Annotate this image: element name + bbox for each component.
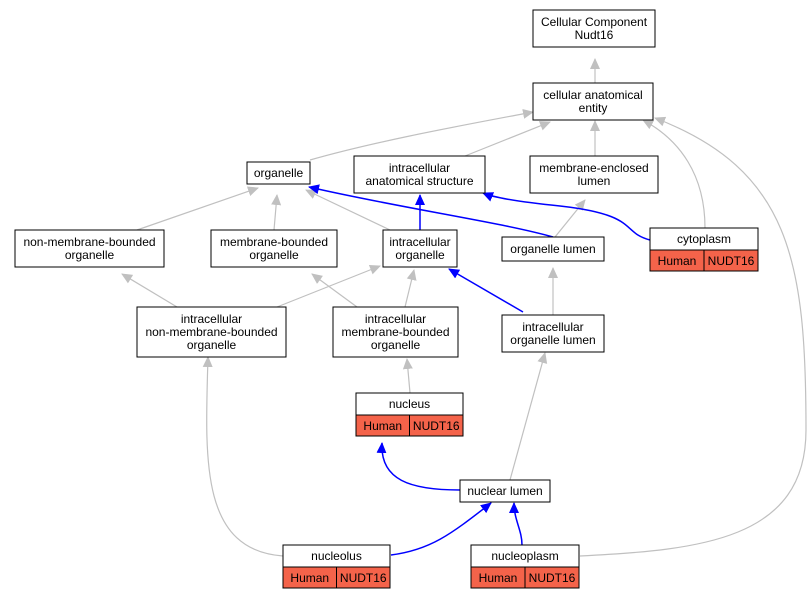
- gene-label: NUDT16: [708, 254, 755, 268]
- edge-nuc-imbo: [402, 358, 413, 394]
- species-label: Human: [658, 254, 697, 268]
- node-label-line: cellular anatomical: [543, 88, 642, 102]
- node-label-line: cytoplasm: [677, 232, 731, 246]
- node-box: [382, 229, 458, 268]
- node-label-line: organelle: [187, 338, 237, 352]
- node-label-line: nuclear lumen: [467, 484, 542, 498]
- edge-cyt-ias: [482, 192, 651, 241]
- node-box: [529, 155, 659, 194]
- node-label-line: membrane-bounded: [220, 235, 328, 249]
- edge-nl-iol: [509, 352, 548, 481]
- edge-mbo-org: [271, 194, 282, 231]
- node-box: [459, 479, 551, 503]
- edge-io-org: [305, 189, 391, 231]
- edge-nucl-nl: [390, 502, 492, 556]
- node-label-line: membrane-enclosed: [539, 161, 648, 175]
- edge-imbo-io: [404, 269, 417, 308]
- node-label-line: non-membrane-bounded: [145, 325, 277, 339]
- gene-badge: [336, 566, 391, 589]
- edge-ol-mel: [554, 199, 586, 238]
- node-org[interactable]: organelle: [246, 161, 311, 185]
- node-label-line: anatomical structure: [365, 174, 473, 188]
- node-label-line: organelle lumen: [510, 242, 595, 256]
- gene-badge: [703, 249, 759, 272]
- node-box: [136, 306, 287, 358]
- edge-iol-io: [448, 268, 524, 313]
- node-nl[interactable]: nuclear lumen: [459, 479, 551, 503]
- node-label-line: membrane-bounded: [341, 325, 449, 339]
- node-label-line: intracellular: [365, 312, 426, 326]
- species-label: Human: [479, 571, 518, 585]
- node-label-line: organelle lumen: [510, 333, 595, 347]
- edge-imbo-mbo: [311, 273, 358, 308]
- node-label-line: nucleolus: [311, 549, 362, 563]
- node-label-line: Nudt16: [575, 28, 614, 42]
- node-label-line: organelle: [395, 248, 445, 262]
- gene-badge: [409, 414, 464, 437]
- edge-nmbo-org: [136, 186, 259, 231]
- edge-inmbo-nmbo: [121, 273, 178, 308]
- gene-label: NUDT16: [413, 419, 460, 433]
- edge-nucl-inmbo: [202, 356, 284, 557]
- gene-label: NUDT16: [340, 571, 387, 585]
- node-label-line: Cellular Component: [541, 15, 648, 29]
- node-label-line: nucleoplasm: [491, 549, 558, 563]
- node-box: [501, 314, 605, 353]
- node-label-line: intracellular: [181, 312, 242, 326]
- edge-ol-org: [308, 184, 554, 238]
- node-box: [532, 9, 656, 48]
- node-box: [353, 155, 486, 194]
- node-label-line: organelle: [65, 248, 115, 262]
- node-label-line: nucleus: [389, 397, 430, 411]
- gene-badge: [524, 566, 580, 589]
- node-label-line: organelle: [249, 248, 299, 262]
- node-label-line: intracellular: [389, 161, 450, 175]
- node-label-line: organelle: [371, 338, 421, 352]
- node-ol[interactable]: organelle lumen: [501, 236, 605, 262]
- gene-label: NUDT16: [529, 571, 576, 585]
- node-box: [210, 229, 338, 268]
- node-label-line: non-membrane-bounded: [23, 235, 155, 249]
- edges-layer: [121, 58, 807, 557]
- edge-nl-nuc: [376, 442, 461, 491]
- edge-ias-cae: [464, 121, 551, 157]
- node-box: [501, 236, 605, 262]
- node-label-line: intracellular: [389, 235, 450, 249]
- species-label: Human: [290, 571, 329, 585]
- node-box: [246, 161, 311, 185]
- node-label-line: organelle: [254, 166, 304, 180]
- node-label-line: lumen: [578, 174, 611, 188]
- edge-cyt-cae: [642, 119, 706, 229]
- edge-nucp-nl: [509, 502, 523, 546]
- node-label-line: entity: [579, 101, 608, 115]
- node-box: [332, 306, 459, 358]
- node-inmbo[interactable]: intracellularnon-membrane-boundedorganel…: [136, 306, 287, 358]
- edge-org-cae: [309, 108, 534, 161]
- node-box: [14, 229, 165, 268]
- node-label-line: intracellular: [522, 320, 583, 334]
- node-box: [532, 82, 654, 121]
- edge-nucp-cae: [579, 116, 807, 557]
- species-label: Human: [363, 419, 402, 433]
